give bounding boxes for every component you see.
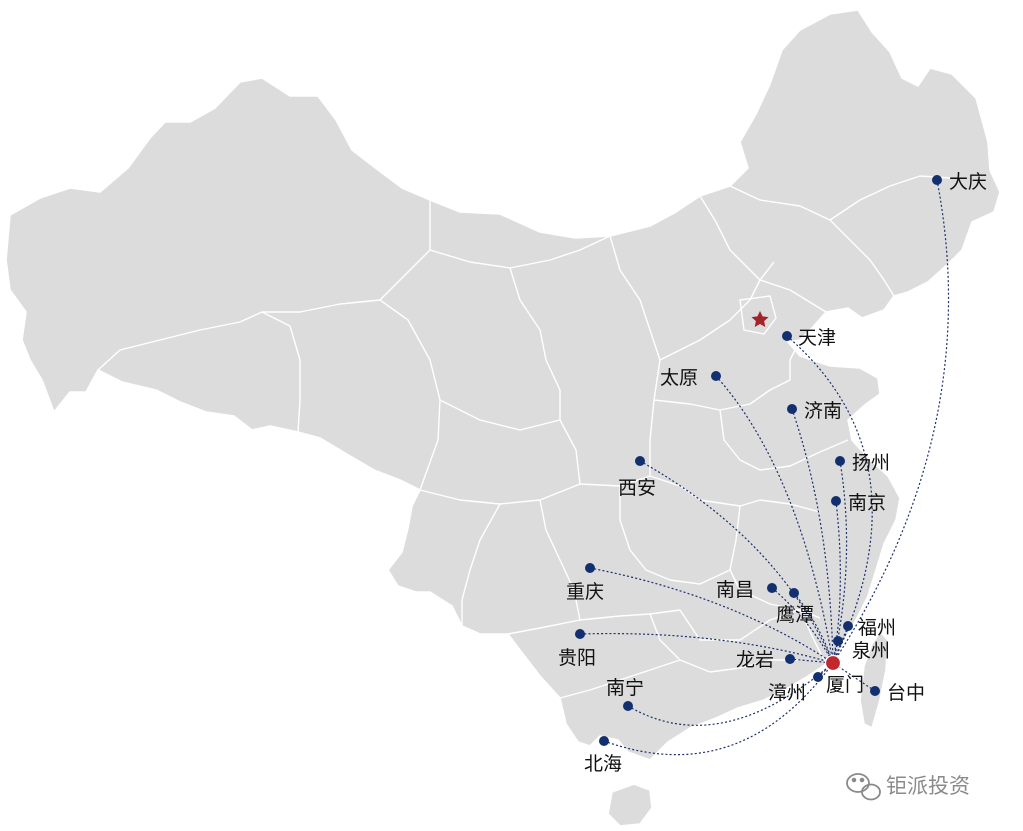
label-taiyuan: 太原: [660, 367, 698, 389]
route-taizhong: [832, 662, 876, 692]
route-daqing: [832, 179, 950, 664]
label-guiyang: 贵阳: [558, 647, 596, 669]
route-longyan: [789, 658, 834, 664]
city-markers: [575, 175, 942, 746]
label-quanzhou: 泉州: [852, 640, 890, 662]
city-dot-zhangzhou: [813, 672, 823, 682]
label-taizhong: 台中: [887, 682, 925, 704]
label-nanjing: 南京: [848, 492, 886, 514]
label-nanning: 南宁: [606, 677, 644, 699]
label-xian: 西安: [618, 477, 656, 499]
label-hub-xiamen: 厦门: [826, 674, 864, 696]
city-dot-nanchang: [767, 583, 777, 593]
label-chongqing: 重庆: [566, 581, 604, 603]
label-fuzhou: 福州: [858, 617, 896, 639]
label-daqing: 大庆: [949, 171, 987, 193]
city-dot-quanzhou: [833, 636, 843, 646]
label-beihai: 北海: [584, 753, 622, 775]
city-dot-yingtan: [789, 588, 799, 598]
label-nanchang: 南昌: [716, 579, 754, 601]
wechat-icon: [846, 773, 881, 801]
watermark: 钜派投资: [846, 773, 970, 801]
hub-dot-xiamen: [824, 654, 842, 672]
city-dot-guiyang: [575, 629, 585, 639]
route-chongqing: [589, 567, 834, 664]
route-nanjing: [832, 500, 841, 664]
label-yingtan: 鹰潭: [776, 604, 814, 626]
route-tianjin: [786, 335, 873, 664]
city-dot-tianjin: [782, 331, 792, 341]
route-xian: [639, 460, 834, 664]
city-dot-fuzhou: [843, 621, 853, 631]
province-borders: [97, 175, 951, 699]
route-beihai: [603, 662, 834, 756]
city-dot-yangzhou: [835, 456, 845, 466]
city-dot-taiyuan: [711, 371, 721, 381]
city-dot-daqing: [932, 175, 942, 185]
route-jinan: [791, 408, 834, 664]
route-taiyuan: [715, 375, 834, 664]
label-yangzhou: 扬州: [852, 452, 890, 474]
taiwan-island: [859, 631, 889, 729]
route-guiyang: [579, 632, 834, 664]
star-icon: [751, 311, 769, 327]
city-dot-nanjing: [831, 496, 841, 506]
label-zhangzhou: 漳州: [768, 682, 806, 704]
china-landmass: [5, 9, 1001, 761]
city-dot-jinan: [787, 404, 797, 414]
watermark-text: 钜派投资: [886, 774, 970, 798]
label-tianjin: 天津: [798, 327, 836, 349]
route-nanning: [627, 662, 834, 726]
city-dot-longyan: [785, 654, 795, 664]
flight-routes: [579, 179, 950, 756]
hainan-island: [607, 783, 653, 827]
city-dot-xian: [635, 456, 645, 466]
label-longyan: 龙岩: [736, 649, 774, 671]
label-jinan: 济南: [804, 400, 842, 422]
city-dot-chongqing: [585, 563, 595, 573]
city-dot-taizhong: [870, 686, 880, 696]
city-labels: 大庆 天津 太原 济南 扬州 西安 南京 重庆 南昌 鹰潭 福州 泉州 贵阳 龙…: [558, 171, 987, 775]
route-nanchang: [771, 587, 834, 664]
city-dot-nanning: [623, 701, 633, 711]
city-dot-beihai: [599, 736, 609, 746]
